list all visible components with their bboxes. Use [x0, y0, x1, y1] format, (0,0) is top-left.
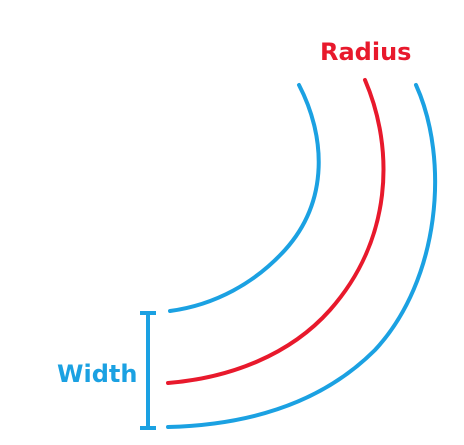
- inner-edge-arc: [168, 83, 321, 313]
- radius-label: Radius: [320, 38, 411, 66]
- width-dimension-bracket: [140, 311, 156, 430]
- width-label: Width: [57, 360, 137, 388]
- radius-centerline-arc: [166, 78, 386, 385]
- outer-edge-arc: [166, 83, 438, 429]
